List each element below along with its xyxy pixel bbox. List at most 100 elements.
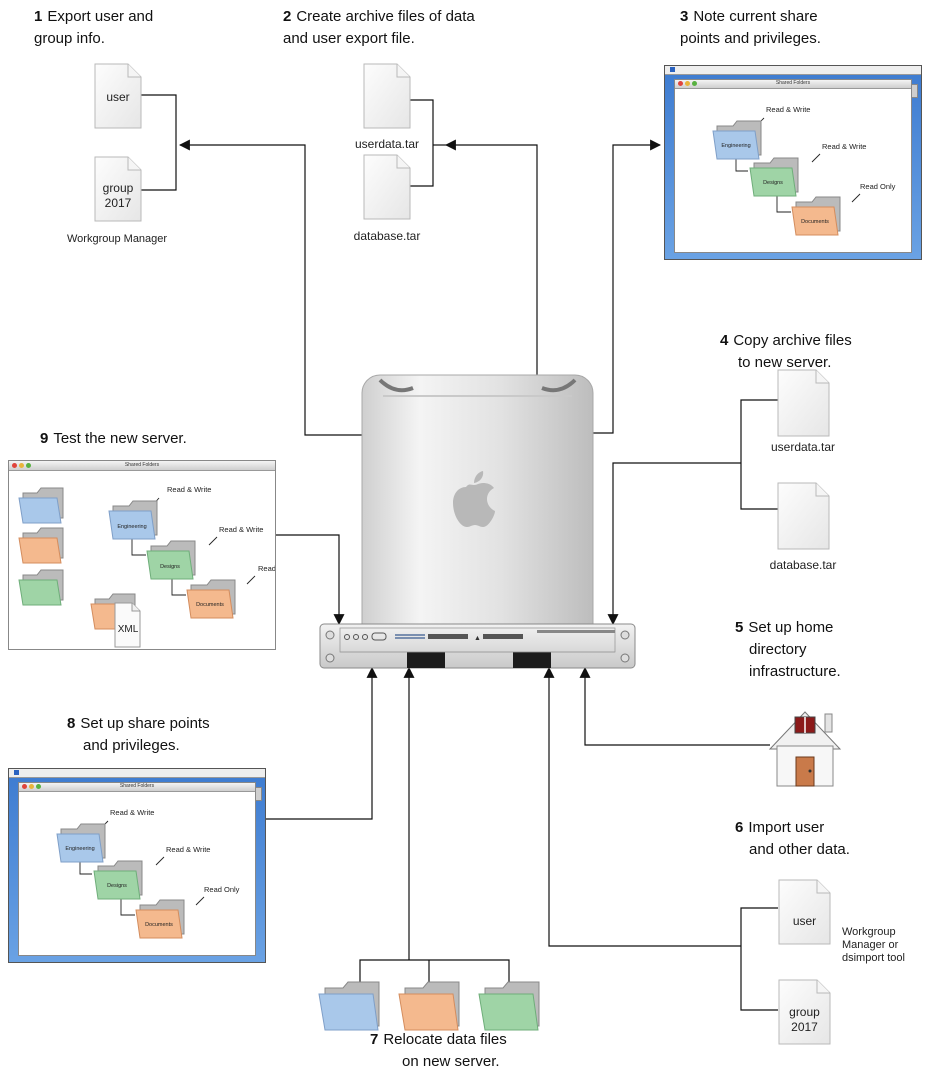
test-shared-folders-window: Shared Folders bbox=[8, 460, 276, 650]
doc-user-2 bbox=[778, 879, 831, 945]
minimize-icon[interactable] bbox=[19, 463, 24, 468]
relocated-green-folder-icon bbox=[478, 981, 540, 1031]
step8-arrow bbox=[265, 666, 378, 820]
zoom-icon[interactable] bbox=[692, 81, 697, 86]
read-write-label: Read & Write bbox=[167, 485, 211, 494]
folder-engineering-label: Engineering bbox=[721, 143, 750, 149]
doc-userdata-2-label: userdata.tar bbox=[770, 440, 836, 454]
folder-designs-icon bbox=[93, 860, 143, 900]
step6-arrow bbox=[543, 666, 741, 947]
folder-documents-label: Documents bbox=[145, 922, 173, 928]
doc-database-1-label: database.tar bbox=[353, 229, 421, 243]
step2-bracket bbox=[410, 99, 434, 187]
menubar bbox=[665, 66, 921, 75]
read-only-label: Read Only bbox=[204, 885, 240, 894]
folder-engineering-icon bbox=[56, 823, 106, 863]
doc-user-2-label: user bbox=[792, 914, 817, 928]
zoom-icon[interactable] bbox=[36, 784, 41, 789]
close-icon[interactable] bbox=[678, 81, 683, 86]
step3-desktop: Shared Folders bbox=[664, 65, 922, 260]
minimize-icon[interactable] bbox=[29, 784, 34, 789]
apple-menu-icon bbox=[14, 770, 19, 775]
window-titlebar: Shared Folders bbox=[675, 80, 911, 89]
close-icon[interactable] bbox=[22, 784, 27, 789]
doc-database-2 bbox=[777, 482, 830, 550]
step4-bracket bbox=[740, 399, 778, 510]
read-write-label-2: Read & Write bbox=[822, 142, 866, 151]
relocated-blue-folder-icon bbox=[318, 981, 380, 1031]
read-write-label-2: Read & Write bbox=[219, 525, 263, 534]
folder-green-icon bbox=[18, 569, 64, 606]
folder-designs-icon bbox=[749, 157, 799, 197]
step3-arrow bbox=[593, 139, 662, 434]
doc-database-2-label: database.tar bbox=[769, 558, 837, 572]
window-titlebar: Shared Folders bbox=[19, 783, 255, 792]
xml-document-icon bbox=[114, 602, 141, 648]
step8-desktop: Shared Folders bbox=[8, 768, 266, 963]
home-directory-house-icon bbox=[768, 711, 842, 787]
step6-bracket bbox=[740, 907, 778, 1011]
xml-label: XML bbox=[117, 624, 139, 635]
folder-documents-icon bbox=[135, 899, 185, 939]
folder-engineering-icon bbox=[108, 500, 158, 540]
apple-menu-icon bbox=[670, 67, 675, 72]
folder-designs-label: Designs bbox=[160, 564, 180, 570]
doc-userdata-1-label: userdata.tar bbox=[354, 137, 420, 151]
step4-arrow bbox=[607, 462, 741, 626]
folder-documents-label: Documents bbox=[196, 602, 224, 608]
apple-logo-icon bbox=[453, 471, 495, 527]
shared-folders-window-3: Shared Folders bbox=[674, 79, 912, 253]
step1-bracket bbox=[140, 94, 177, 191]
zoom-icon[interactable] bbox=[26, 463, 31, 468]
window-title: Shared Folders bbox=[775, 80, 811, 86]
folder-designs-icon bbox=[146, 540, 196, 580]
new-server-xserve: ▲ bbox=[319, 623, 636, 669]
folder-tree-3: Engineering Designs Documents Read & Wri… bbox=[712, 105, 896, 236]
read-only-label: Read Only bbox=[258, 564, 275, 573]
folder-documents-label: Documents bbox=[801, 219, 829, 225]
connectors bbox=[140, 94, 778, 1011]
folder-designs-label: Designs bbox=[107, 883, 127, 889]
folder-engineering-icon bbox=[712, 120, 762, 160]
menubar bbox=[9, 769, 265, 778]
relocated-folders bbox=[318, 981, 540, 1031]
step2-arrow bbox=[444, 139, 538, 385]
folder-blue-icon bbox=[18, 487, 64, 524]
doc-group-2 bbox=[778, 979, 831, 1045]
folder-tree-9: Engineering Designs Documents Read & Wri… bbox=[18, 485, 275, 648]
folder-documents-icon bbox=[791, 196, 841, 236]
folder-engineering-label: Engineering bbox=[65, 846, 94, 852]
step5-arrow bbox=[579, 666, 770, 746]
old-server-tower bbox=[361, 374, 594, 666]
close-icon[interactable] bbox=[12, 463, 17, 468]
read-write-label-2: Read & Write bbox=[166, 845, 210, 854]
folder-tree-8: Engineering Designs Documents Read & Wri… bbox=[56, 808, 240, 939]
folder-designs-label: Designs bbox=[763, 180, 783, 186]
window-title: Shared Folders bbox=[119, 783, 155, 789]
doc-userdata-2 bbox=[777, 369, 830, 437]
window-titlebar: Shared Folders bbox=[9, 461, 275, 471]
step1-arrow bbox=[178, 139, 362, 436]
minimize-icon[interactable] bbox=[685, 81, 690, 86]
doc-userdata-1 bbox=[363, 63, 411, 129]
doc-database-1 bbox=[363, 154, 411, 220]
svg-text:▲: ▲ bbox=[474, 635, 481, 642]
doc-user-1 bbox=[94, 63, 142, 129]
read-write-label: Read & Write bbox=[110, 808, 154, 817]
relocated-orange-folder-icon bbox=[398, 981, 460, 1031]
doc-group-1 bbox=[94, 156, 142, 222]
workgroup-manager-caption: Workgroup Manager bbox=[67, 233, 168, 245]
doc-user-1-label: user bbox=[106, 90, 130, 104]
